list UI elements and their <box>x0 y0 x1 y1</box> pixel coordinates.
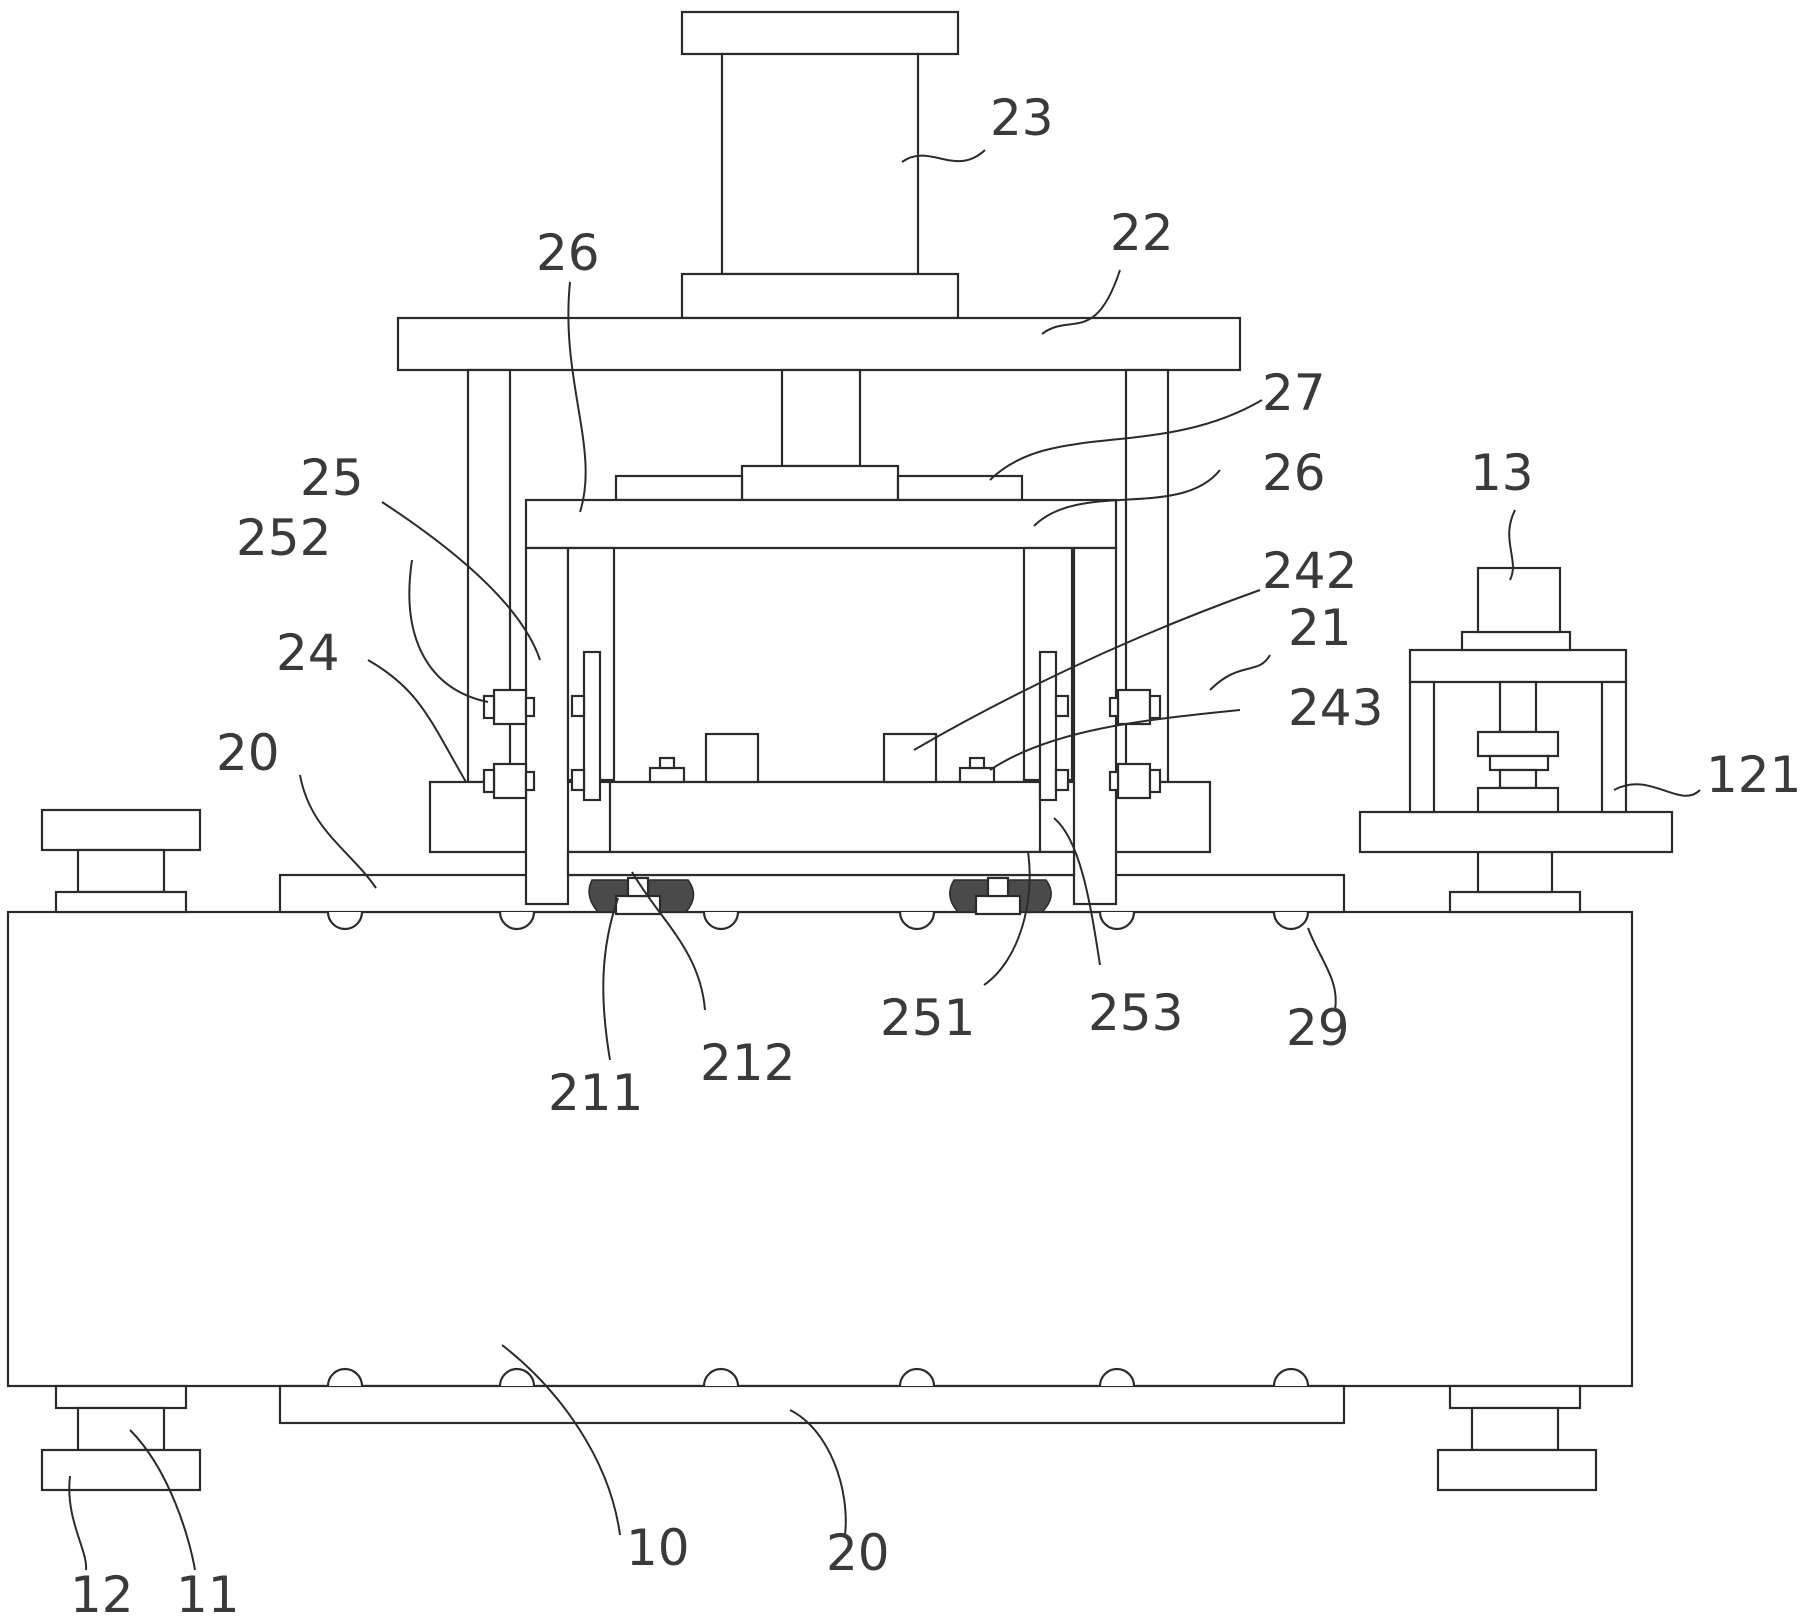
label-11: 11 <box>176 1566 240 1618</box>
label-211: 211 <box>548 1064 643 1122</box>
inner-platform <box>610 782 1040 852</box>
label-24: 24 <box>276 624 340 682</box>
label-29: 29 <box>1286 999 1350 1057</box>
foot-bottom-right <box>1438 1386 1596 1490</box>
label-20-top: 20 <box>216 724 280 782</box>
label-27: 27 <box>1262 364 1326 422</box>
top-rail-plate <box>280 875 1344 912</box>
label-121: 121 <box>1706 746 1801 804</box>
label-13: 13 <box>1470 444 1534 502</box>
side-plate-right <box>1040 652 1056 800</box>
foot-top-left <box>42 810 200 912</box>
label-25: 25 <box>300 449 364 507</box>
bolt-right <box>960 758 994 782</box>
foot-bottom-left <box>42 1386 200 1490</box>
clamp-left <box>589 878 693 914</box>
label-26-right: 26 <box>1262 444 1326 502</box>
label-251: 251 <box>880 989 975 1047</box>
label-253: 253 <box>1088 984 1183 1042</box>
bolt-left <box>650 758 684 782</box>
label-12: 12 <box>70 1566 134 1618</box>
sensor-block-left <box>706 734 758 782</box>
frame-bottom-bar <box>568 852 1074 875</box>
label-23: 23 <box>990 89 1054 147</box>
label-20-bottom: 20 <box>826 1524 890 1582</box>
label-22: 22 <box>1110 204 1174 262</box>
label-242: 242 <box>1262 542 1357 600</box>
label-212: 212 <box>700 1034 795 1092</box>
label-243: 243 <box>1288 679 1383 737</box>
label-252: 252 <box>236 509 331 567</box>
bottom-rail-plate <box>280 1386 1344 1423</box>
label-21: 21 <box>1288 599 1352 657</box>
label-10: 10 <box>626 1519 690 1577</box>
main-body <box>8 912 1632 1386</box>
label-26-left: 26 <box>536 224 600 282</box>
side-plate-left <box>584 652 600 800</box>
clamp-right <box>950 878 1051 914</box>
right-assembly <box>1360 568 1672 912</box>
